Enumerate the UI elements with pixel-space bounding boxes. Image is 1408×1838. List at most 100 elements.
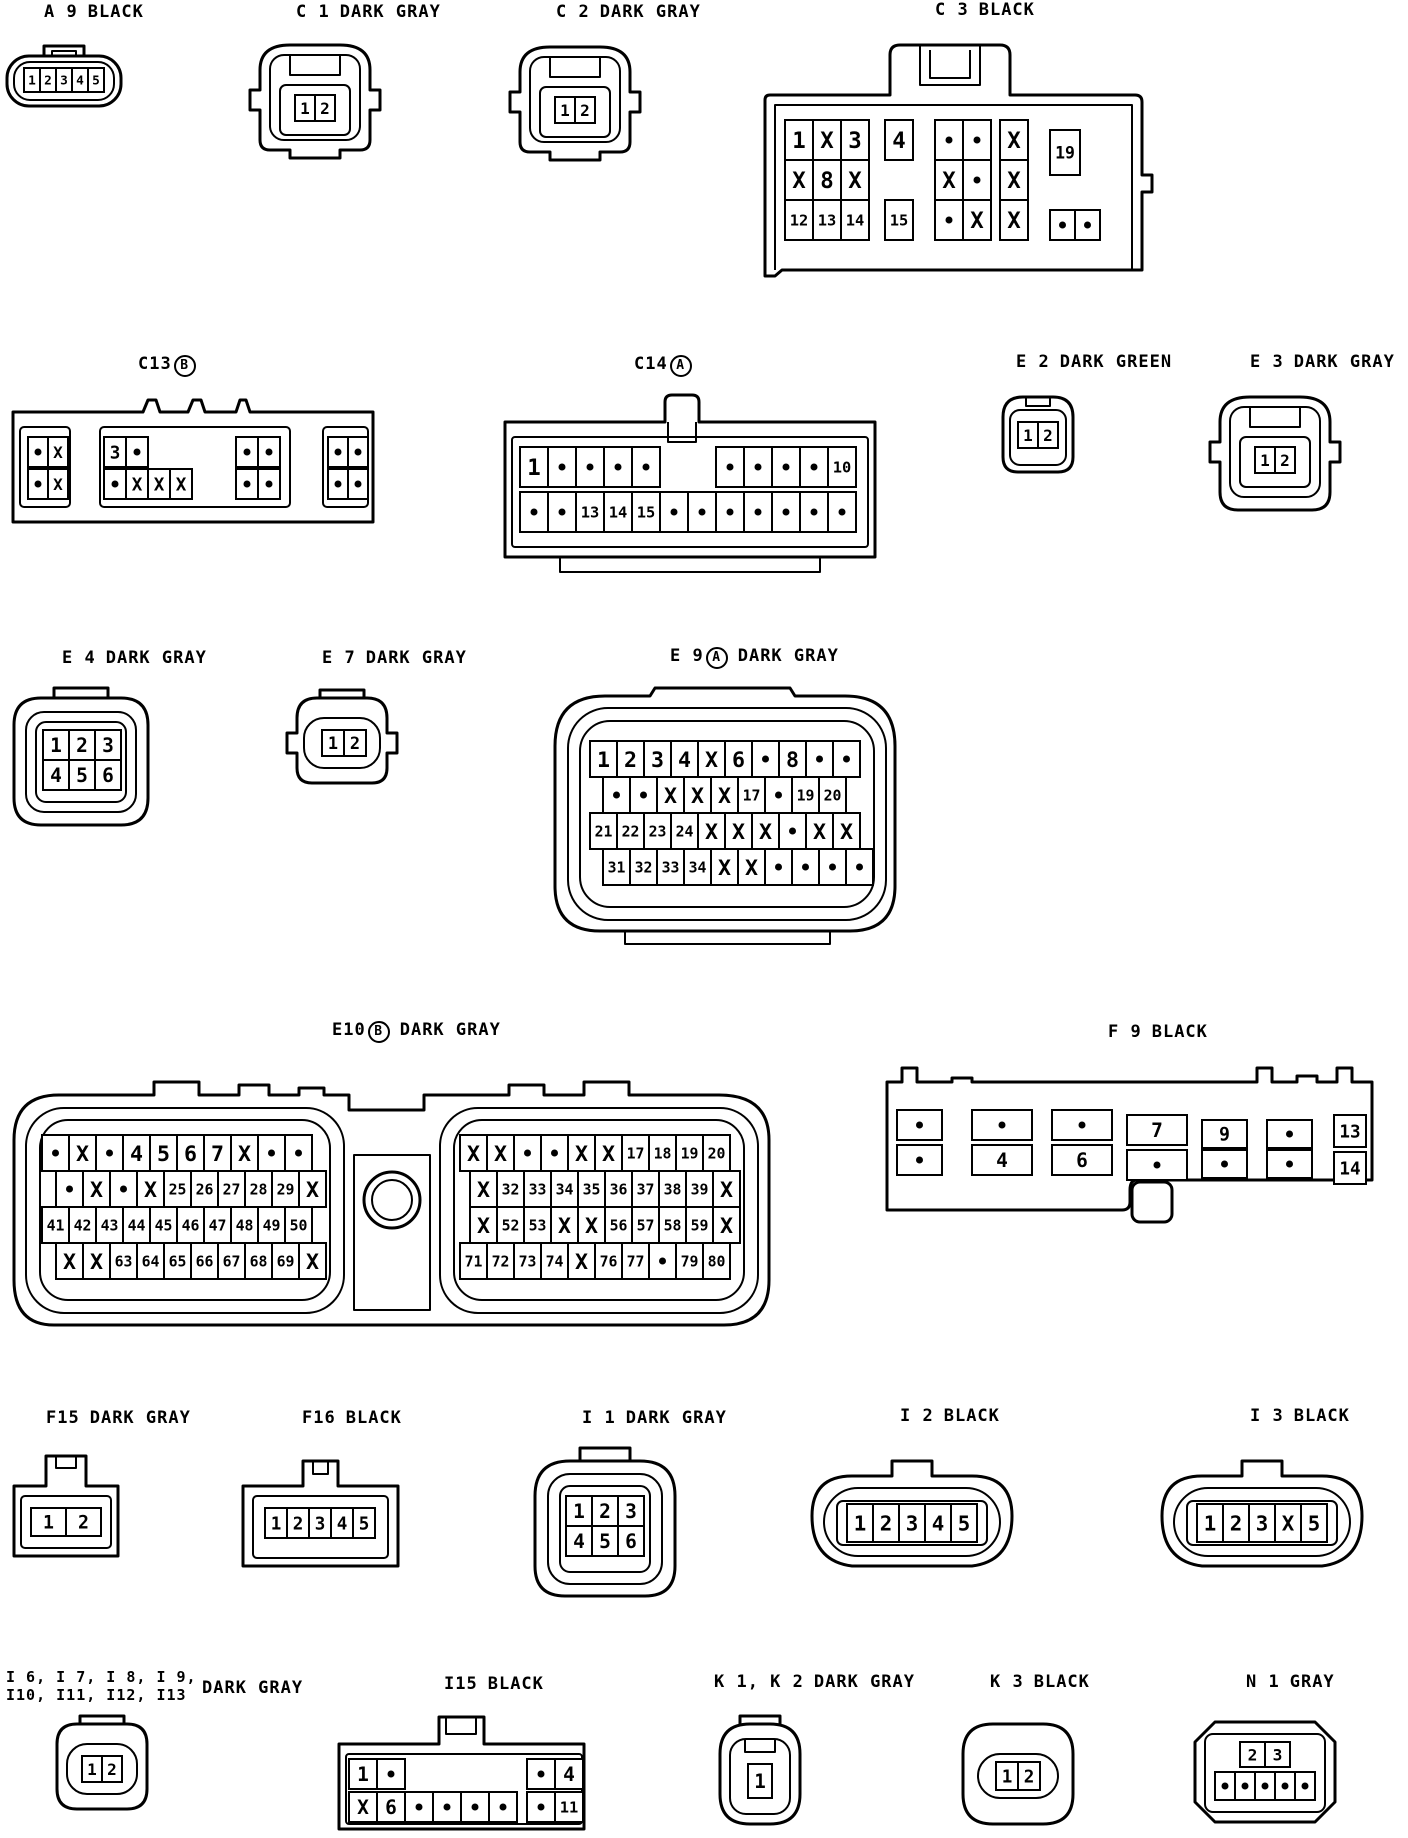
pin-X: X <box>792 168 806 194</box>
terminal-cell <box>55 1242 84 1280</box>
terminal-cell <box>631 1170 660 1208</box>
housing-outline <box>579 720 875 908</box>
terminal-cell <box>47 468 69 500</box>
pin-4: 4 <box>573 1530 585 1553</box>
connector-color: DARK GRAY <box>365 648 467 668</box>
pin-35: 35 <box>583 1180 601 1198</box>
housing-outline <box>5 54 123 108</box>
terminal-dot <box>1286 1160 1293 1168</box>
housing-outline <box>39 1119 331 1301</box>
pin-11: 11 <box>560 1799 579 1817</box>
terminal-cell <box>526 1758 556 1790</box>
pin-41: 41 <box>47 1216 65 1234</box>
housing-outline <box>929 50 971 79</box>
pin-69: 69 <box>277 1252 295 1270</box>
pin-X: X <box>144 1178 157 1203</box>
pin-29: 29 <box>277 1180 295 1198</box>
housing-outline <box>1130 1180 1174 1224</box>
housing-outline <box>977 1753 1059 1799</box>
terminal-dot <box>1286 1130 1293 1138</box>
housing-outline <box>12 1454 120 1558</box>
terminal-dot <box>916 1121 923 1129</box>
terminal-dot <box>537 1770 545 1778</box>
housing-outline <box>836 1500 988 1546</box>
terminal-cell <box>670 740 699 778</box>
terminal-cell <box>136 1170 165 1208</box>
connector-code: F 9 <box>1108 1022 1142 1042</box>
terminal-dot <box>816 755 823 763</box>
pin-X: X <box>745 856 758 881</box>
housing-outline <box>1239 436 1311 488</box>
pin-79: 79 <box>681 1252 699 1270</box>
pin-15: 15 <box>637 504 656 522</box>
terminal-cell <box>812 159 842 201</box>
pin-34: 34 <box>689 858 707 876</box>
terminal-cell <box>747 1763 773 1799</box>
terminal-dot <box>726 508 734 516</box>
housing-outline <box>624 931 831 945</box>
housing-outline <box>439 1107 759 1314</box>
pin-3: 3 <box>60 74 68 89</box>
housing-outline <box>567 707 887 921</box>
pin-14: 14 <box>1339 1159 1360 1179</box>
terminal-cell <box>169 468 193 500</box>
pin-26: 26 <box>196 1180 214 1198</box>
center-bolt <box>362 1170 422 1230</box>
housing-outline <box>12 1080 771 1327</box>
terminal-dot <box>334 448 342 456</box>
pin-14: 14 <box>846 212 865 230</box>
connector-code: A 9 <box>44 2 78 22</box>
terminal-cell <box>94 729 122 761</box>
terminal-cell <box>934 159 964 201</box>
pin-X: X <box>1007 128 1021 154</box>
terminal-dot <box>120 1185 127 1193</box>
terminal-cell <box>827 446 857 488</box>
connector-color: BLACK <box>1033 1672 1090 1692</box>
terminal-dot <box>775 863 782 871</box>
pin-3: 3 <box>906 1511 919 1535</box>
terminal-cell <box>271 1242 300 1280</box>
pin-3: 3 <box>110 443 121 463</box>
terminal-cell <box>41 1206 70 1244</box>
connector-color: BLACK <box>87 2 144 22</box>
pin-74: 74 <box>546 1252 564 1270</box>
terminal-cell <box>1196 1503 1224 1543</box>
terminal-cell <box>884 119 914 161</box>
pin-X: X <box>718 784 731 809</box>
housing-outline <box>303 717 381 769</box>
housing-outline <box>718 1722 802 1826</box>
pin-34: 34 <box>556 1180 574 1198</box>
terminal-dot <box>659 1257 666 1265</box>
terminal-cell <box>1074 209 1101 241</box>
terminal-cell <box>554 1758 584 1790</box>
terminal-dot <box>1221 1160 1228 1168</box>
terminal-cell <box>1333 1114 1367 1148</box>
pin-1: 1 <box>854 1511 867 1535</box>
pin-6: 6 <box>732 748 745 773</box>
pin-45: 45 <box>155 1216 173 1234</box>
terminal-cell <box>840 119 870 161</box>
housing-outline <box>667 422 697 443</box>
terminal-cell <box>602 848 631 886</box>
terminal-cell <box>519 446 549 488</box>
terminal-dot <box>1301 1782 1309 1790</box>
pin-1: 1 <box>527 455 540 481</box>
pin-1: 1 <box>1204 1511 1217 1535</box>
pin-65: 65 <box>169 1252 187 1270</box>
terminal-cell <box>376 1791 406 1823</box>
connector-code: K 1, K 2 <box>714 1672 804 1692</box>
pin-37: 37 <box>637 1180 655 1198</box>
pin-X: X <box>467 1142 480 1167</box>
terminal-cell <box>812 199 842 241</box>
pin-67: 67 <box>223 1252 241 1270</box>
pin-73: 73 <box>519 1252 537 1270</box>
pin-3: 3 <box>102 734 114 757</box>
